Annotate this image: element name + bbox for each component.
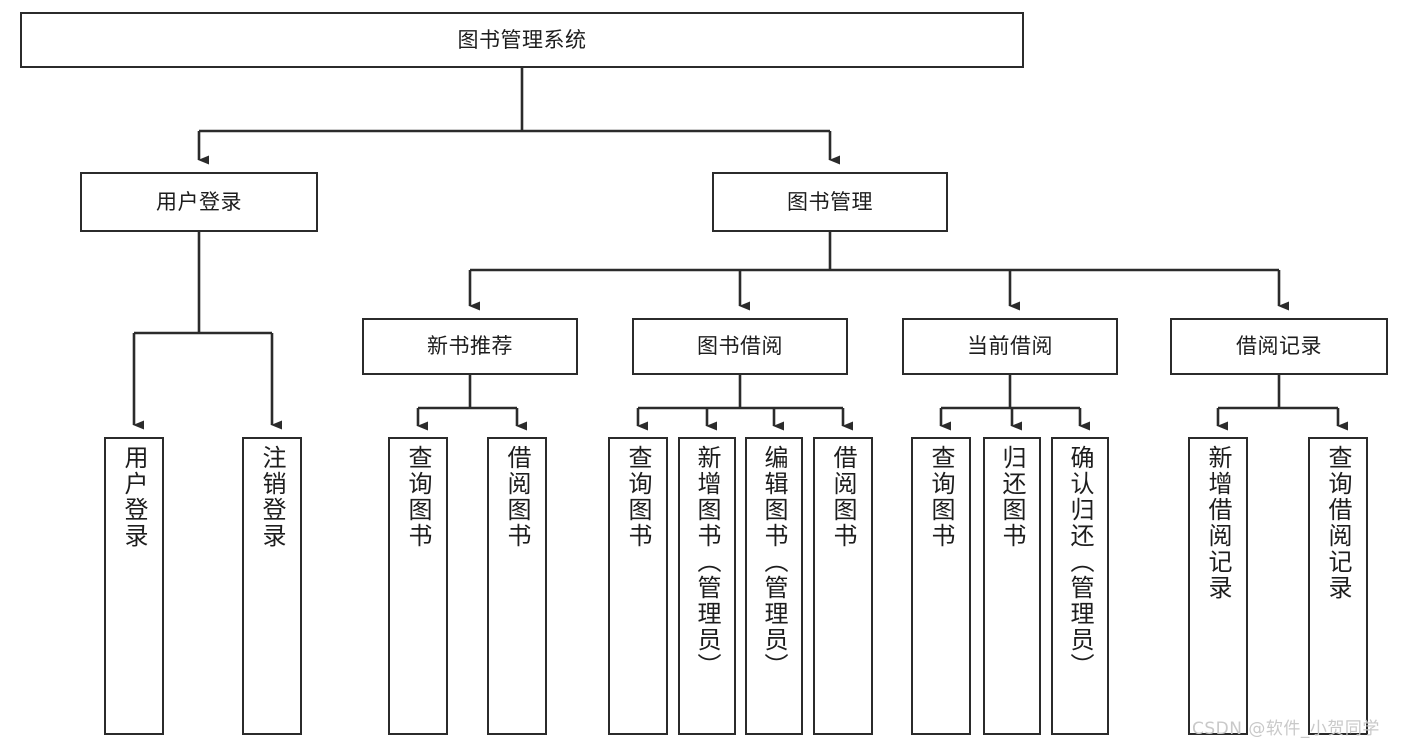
node-book-borrow-label: 图书借阅 xyxy=(697,334,783,359)
leaf-add-book-admin-label: 新增图书（管理员） xyxy=(693,445,721,679)
leaf-user-login[interactable]: 用户登录 xyxy=(104,437,164,735)
leaf-query-borrow-record[interactable]: 查询借阅记录 xyxy=(1308,437,1368,735)
watermark: CSDN @软件_小贺同学 xyxy=(1192,719,1380,739)
leaf-query-book-current[interactable]: 查询图书 xyxy=(911,437,971,735)
leaf-query-book-current-label: 查询图书 xyxy=(927,445,955,549)
leaf-edit-book-admin[interactable]: 编辑图书（管理员） xyxy=(745,437,803,735)
leaf-add-book-admin[interactable]: 新增图书（管理员） xyxy=(678,437,736,735)
leaf-borrow-book-label: 借阅图书 xyxy=(829,445,857,549)
leaf-logout-label: 注销登录 xyxy=(258,445,286,549)
leaf-query-borrow-record-label: 查询借阅记录 xyxy=(1324,445,1352,601)
node-borrow-record-label: 借阅记录 xyxy=(1236,334,1322,359)
node-book-management[interactable]: 图书管理 xyxy=(712,172,948,232)
leaf-confirm-return-admin[interactable]: 确认归还（管理员） xyxy=(1051,437,1109,735)
leaf-logout[interactable]: 注销登录 xyxy=(242,437,302,735)
node-new-book-recommend[interactable]: 新书推荐 xyxy=(362,318,578,375)
leaf-user-login-label: 用户登录 xyxy=(120,445,148,549)
node-new-book-recommend-label: 新书推荐 xyxy=(427,334,513,359)
leaf-query-book-newrec[interactable]: 查询图书 xyxy=(388,437,448,735)
leaf-add-borrow-record-label: 新增借阅记录 xyxy=(1204,445,1232,601)
node-book-borrow[interactable]: 图书借阅 xyxy=(632,318,848,375)
leaf-return-book[interactable]: 归还图书 xyxy=(983,437,1041,735)
node-current-borrow-label: 当前借阅 xyxy=(967,334,1053,359)
node-user-login-label: 用户登录 xyxy=(156,189,242,214)
leaf-query-book-borrow[interactable]: 查询图书 xyxy=(608,437,668,735)
leaf-confirm-return-admin-label: 确认归还（管理员） xyxy=(1066,445,1094,679)
leaf-query-book-borrow-label: 查询图书 xyxy=(624,445,652,549)
leaf-borrow-book-newrec[interactable]: 借阅图书 xyxy=(487,437,547,735)
leaf-borrow-book[interactable]: 借阅图书 xyxy=(813,437,873,735)
leaf-borrow-book-newrec-label: 借阅图书 xyxy=(503,445,531,549)
node-current-borrow[interactable]: 当前借阅 xyxy=(902,318,1118,375)
node-root-label: 图书管理系统 xyxy=(457,27,587,52)
leaf-add-borrow-record[interactable]: 新增借阅记录 xyxy=(1188,437,1248,735)
leaf-edit-book-admin-label: 编辑图书（管理员） xyxy=(760,445,788,679)
node-borrow-record[interactable]: 借阅记录 xyxy=(1170,318,1388,375)
leaf-return-book-label: 归还图书 xyxy=(998,445,1026,549)
node-root[interactable]: 图书管理系统 xyxy=(20,12,1024,68)
node-book-management-label: 图书管理 xyxy=(787,189,873,214)
node-user-login[interactable]: 用户登录 xyxy=(80,172,318,232)
leaf-query-book-newrec-label: 查询图书 xyxy=(404,445,432,549)
